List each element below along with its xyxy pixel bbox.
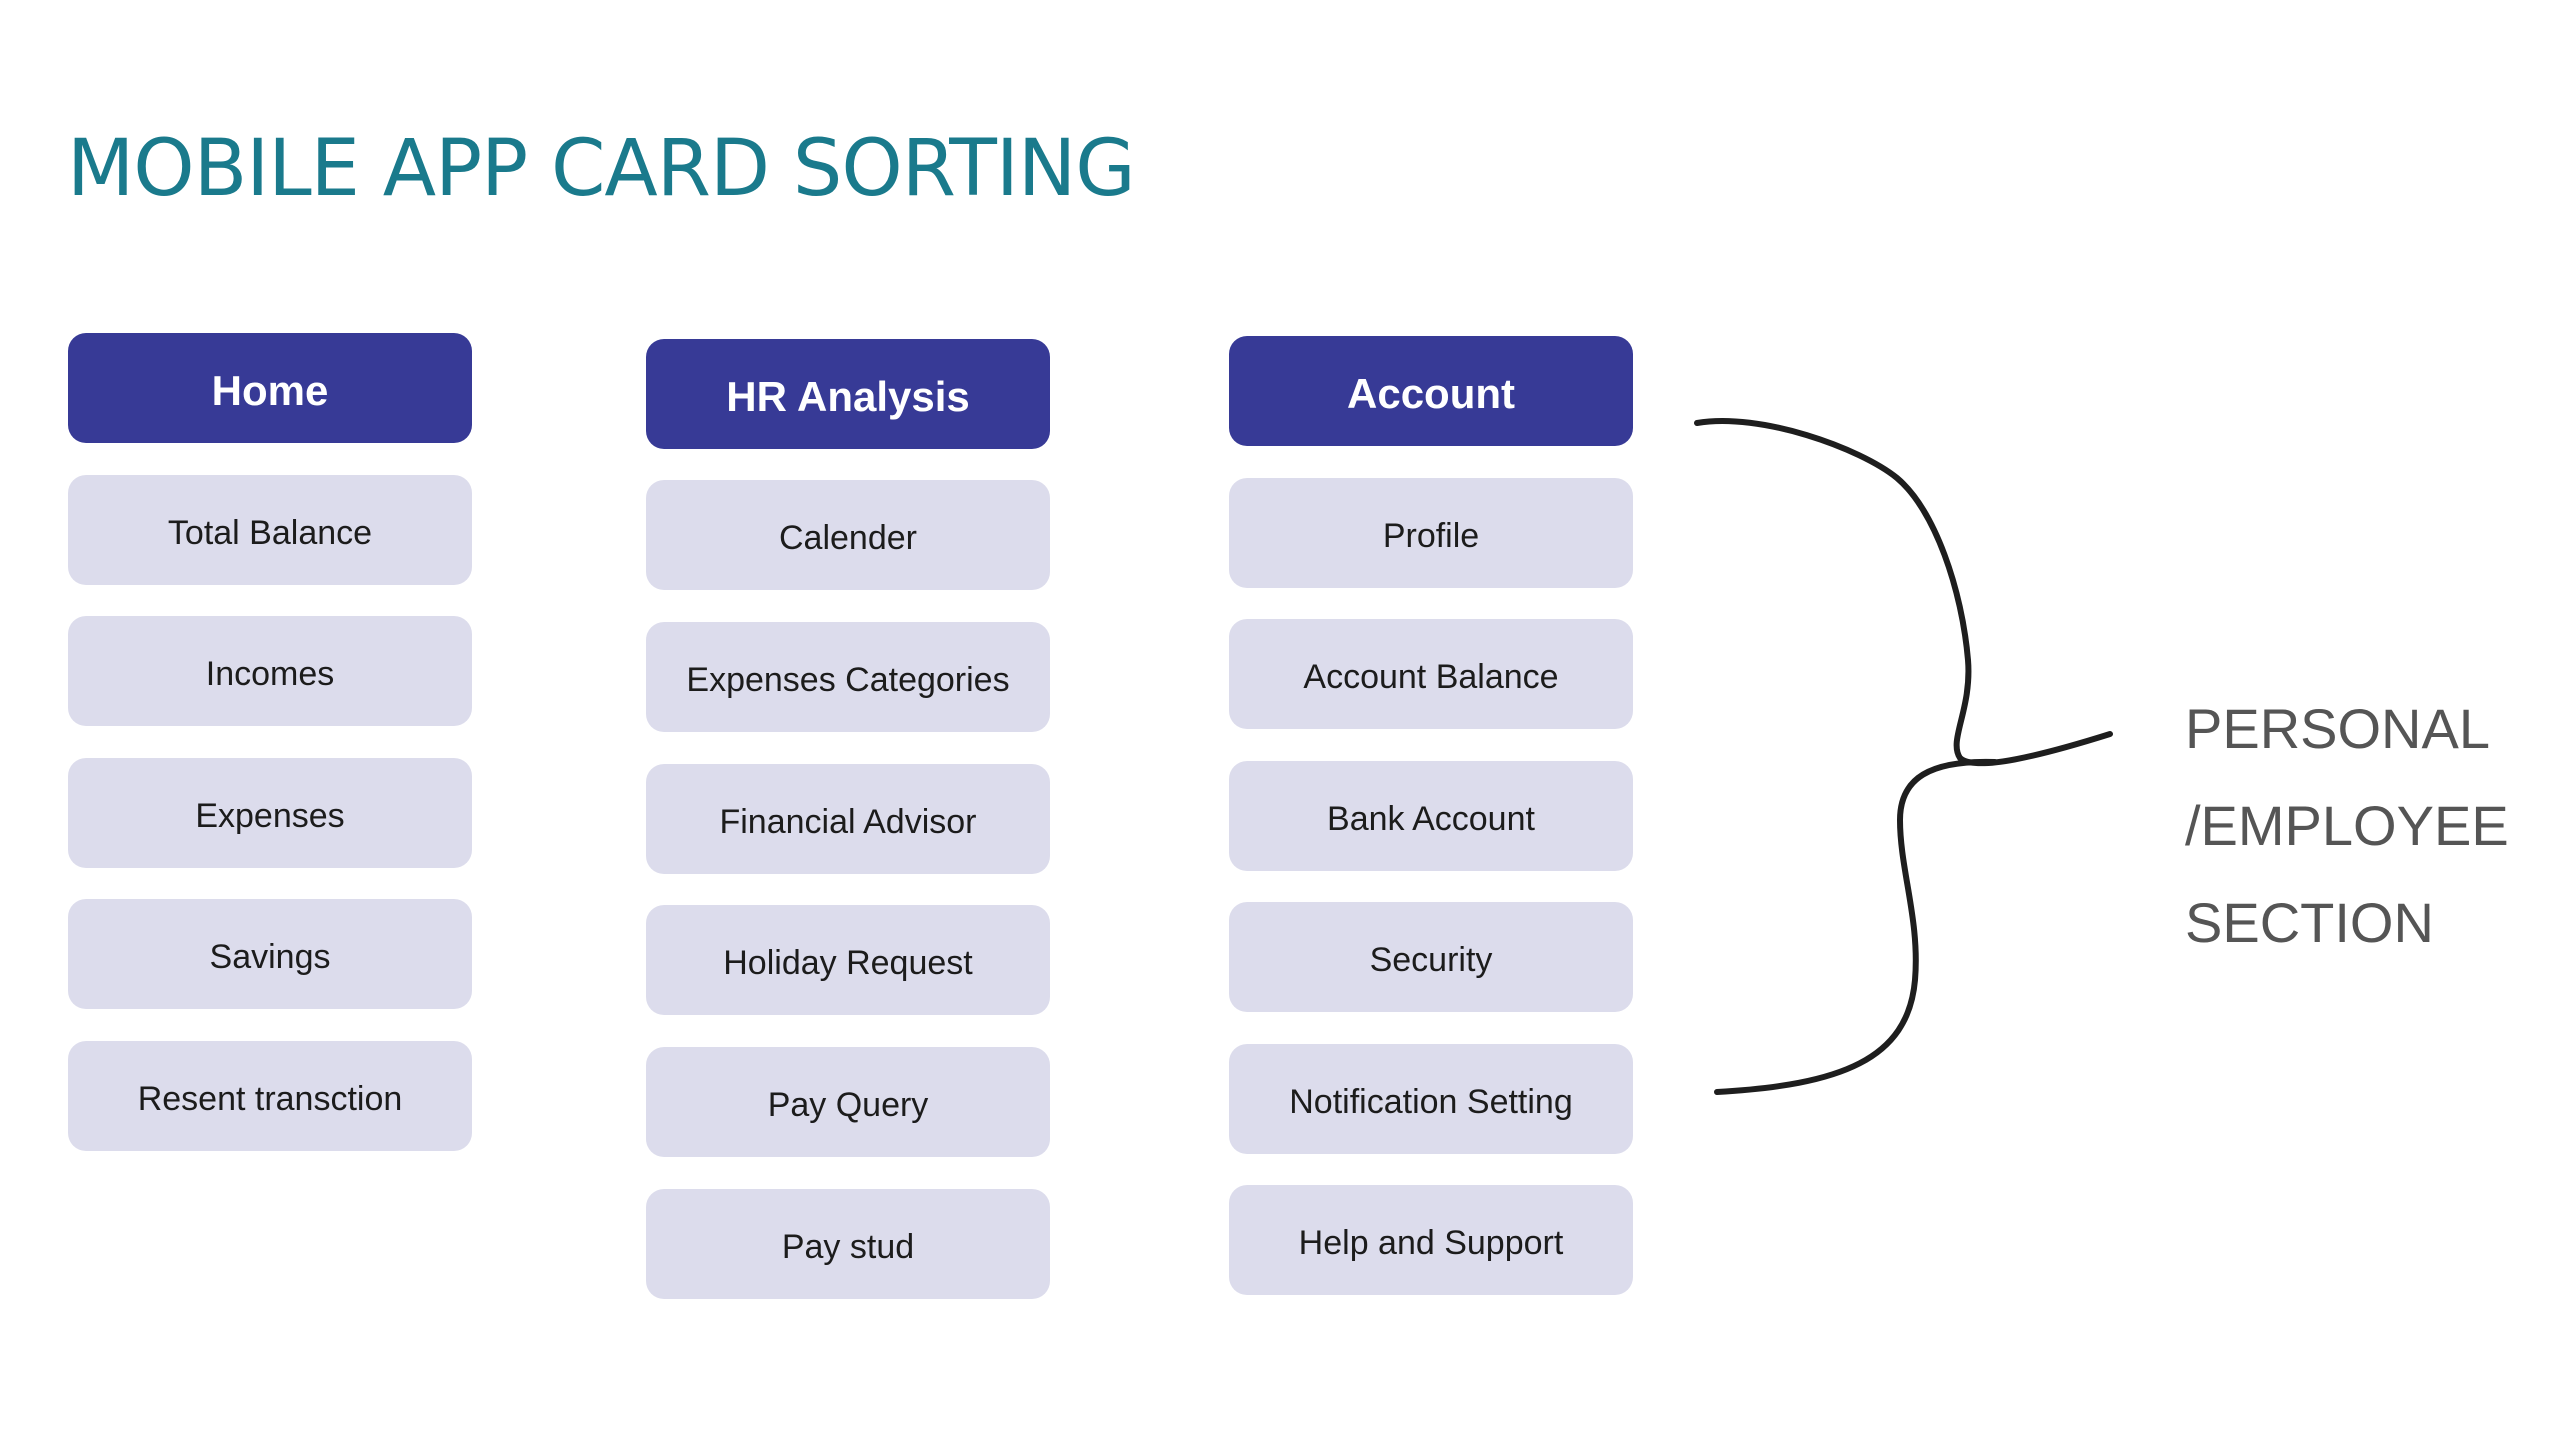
section-label: PERSONAL /EMPLOYEE SECTION bbox=[2185, 680, 2509, 971]
section-label-line-3: SECTION bbox=[2185, 891, 2434, 954]
card-incomes[interactable]: Incomes bbox=[68, 616, 472, 726]
card-resent-transction[interactable]: Resent transction bbox=[68, 1041, 472, 1151]
section-label-line-1: PERSONAL bbox=[2185, 697, 2490, 760]
card-bank-account[interactable]: Bank Account bbox=[1229, 761, 1633, 871]
column-header-hr-analysis[interactable]: HR Analysis bbox=[646, 339, 1050, 449]
card-total-balance[interactable]: Total Balance bbox=[68, 475, 472, 585]
card-calender[interactable]: Calender bbox=[646, 480, 1050, 590]
section-label-line-2: /EMPLOYEE bbox=[2185, 794, 2509, 857]
card-security[interactable]: Security bbox=[1229, 902, 1633, 1012]
card-holiday-request[interactable]: Holiday Request bbox=[646, 905, 1050, 1015]
card-expenses[interactable]: Expenses bbox=[68, 758, 472, 868]
card-profile[interactable]: Profile bbox=[1229, 478, 1633, 588]
card-financial-advisor[interactable]: Financial Advisor bbox=[646, 764, 1050, 874]
card-pay-stud[interactable]: Pay stud bbox=[646, 1189, 1050, 1299]
card-help-and-support[interactable]: Help and Support bbox=[1229, 1185, 1633, 1295]
card-account-balance[interactable]: Account Balance bbox=[1229, 619, 1633, 729]
card-notification-setting[interactable]: Notification Setting bbox=[1229, 1044, 1633, 1154]
card-expenses-categories[interactable]: Expenses Categories bbox=[646, 622, 1050, 732]
column-header-account[interactable]: Account bbox=[1229, 336, 1633, 446]
brace-path bbox=[1694, 417, 2113, 1095]
column-header-home[interactable]: Home bbox=[68, 333, 472, 443]
card-pay-query[interactable]: Pay Query bbox=[646, 1047, 1050, 1157]
page-title: MOBILE APP CARD SORTING bbox=[67, 124, 1136, 214]
card-savings[interactable]: Savings bbox=[68, 899, 472, 1009]
